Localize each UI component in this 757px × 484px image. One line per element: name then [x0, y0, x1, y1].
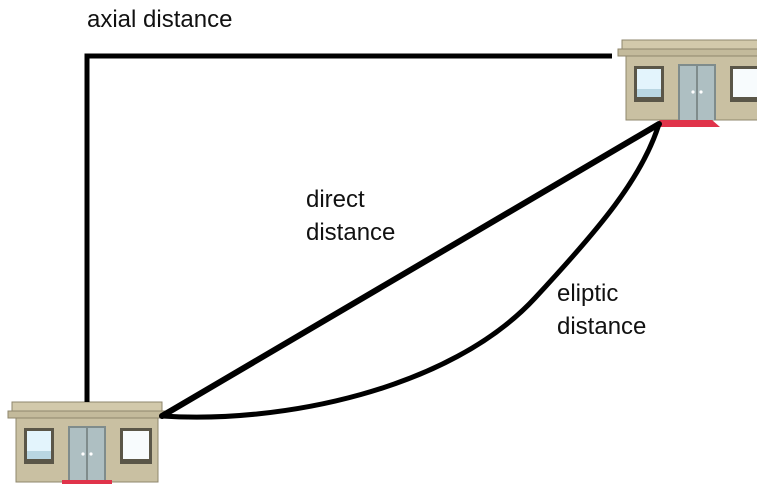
direct-distance-text-line1: direct — [306, 183, 395, 216]
eliptic-distance-text-line2: distance — [557, 310, 646, 343]
axial-distance-text: axial distance — [87, 3, 232, 36]
eliptic-distance-text-line1: eliptic — [557, 277, 646, 310]
eliptic-distance-label: eliptic distance — [557, 277, 646, 343]
axial-distance-label: axial distance — [87, 3, 232, 36]
direct-distance-text-line2: distance — [306, 216, 395, 249]
end-building-icon — [618, 40, 757, 120]
start-building-icon — [8, 402, 166, 482]
direct-distance-line — [162, 124, 659, 416]
end-doormat — [652, 120, 720, 127]
direct-distance-label: direct distance — [306, 183, 395, 249]
start-doormat — [62, 480, 112, 484]
